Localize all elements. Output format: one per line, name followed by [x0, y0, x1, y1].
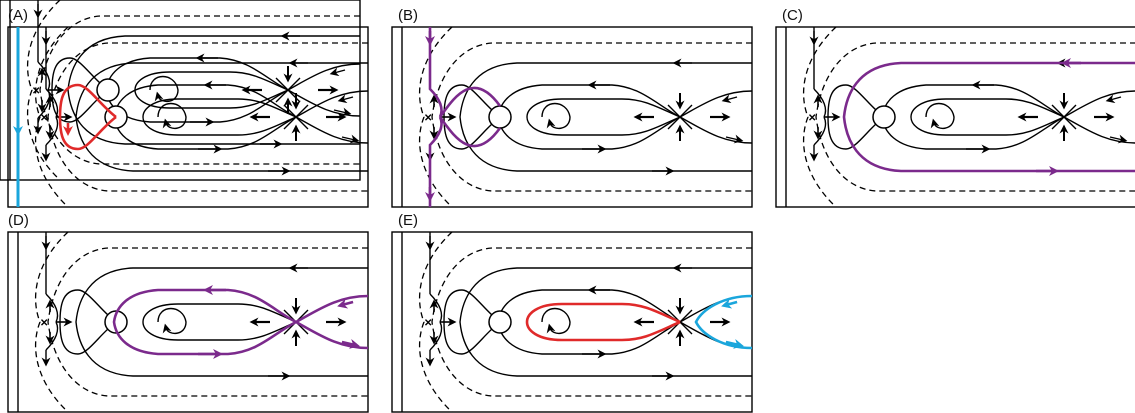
panel-a: [8, 27, 368, 207]
purple-pair-upper: [428, 27, 502, 118]
panel-b-label: (B): [398, 7, 418, 24]
panel-e: [392, 232, 752, 412]
purple-outer: [842, 61, 1135, 173]
red-mid: [525, 302, 681, 342]
panel-e-label: (E): [398, 212, 418, 229]
panel-d: [8, 232, 368, 412]
purple-middle: [112, 288, 369, 356]
panel-c-label: (C): [782, 7, 803, 24]
panel-d-label: (D): [8, 212, 29, 229]
panel-c: [776, 27, 1135, 207]
panel-a-label: (A): [8, 7, 28, 24]
panel-b: [392, 27, 752, 207]
purple-pair-lower: [428, 116, 502, 207]
red-loop: [58, 83, 117, 151]
